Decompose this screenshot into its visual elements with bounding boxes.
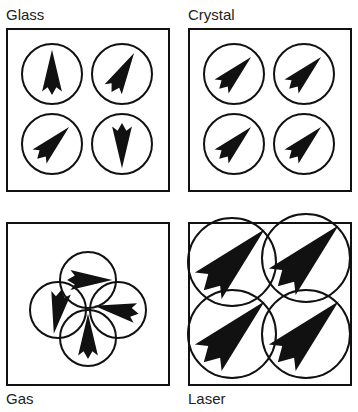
crystal-panel: Crystal [188,28,352,192]
gas-arrows [44,270,140,359]
glass-molecules [22,44,152,174]
crystal-molecules [204,44,334,174]
gas-panel: Gas [6,222,170,386]
gas-molecules [30,252,146,366]
laser-arrows [190,212,352,376]
panel-label: Crystal [188,6,235,24]
crystal-arrows [212,50,328,166]
panel-label: Gas [6,390,34,408]
laser-panel: Laser [188,222,352,386]
glass-arrows [30,48,142,168]
panel-label: Glass [6,6,44,24]
glass-panel: Glass [6,28,170,192]
panel-label: Laser [188,390,226,408]
